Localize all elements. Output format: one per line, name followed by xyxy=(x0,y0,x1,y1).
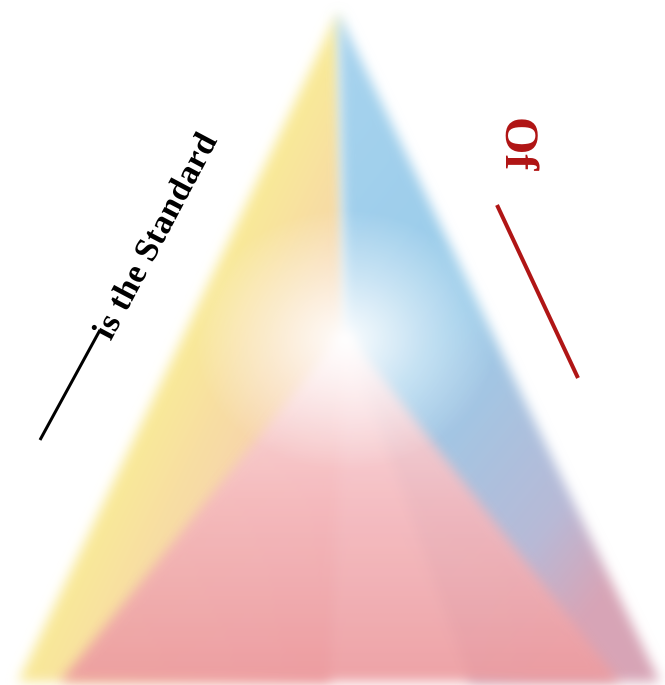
left-blank-line xyxy=(38,329,102,441)
right-blank-line xyxy=(495,204,580,379)
pyramid-glow xyxy=(195,210,495,470)
right-text-label: Of xyxy=(495,117,548,171)
pyramid-front-face xyxy=(60,330,620,682)
